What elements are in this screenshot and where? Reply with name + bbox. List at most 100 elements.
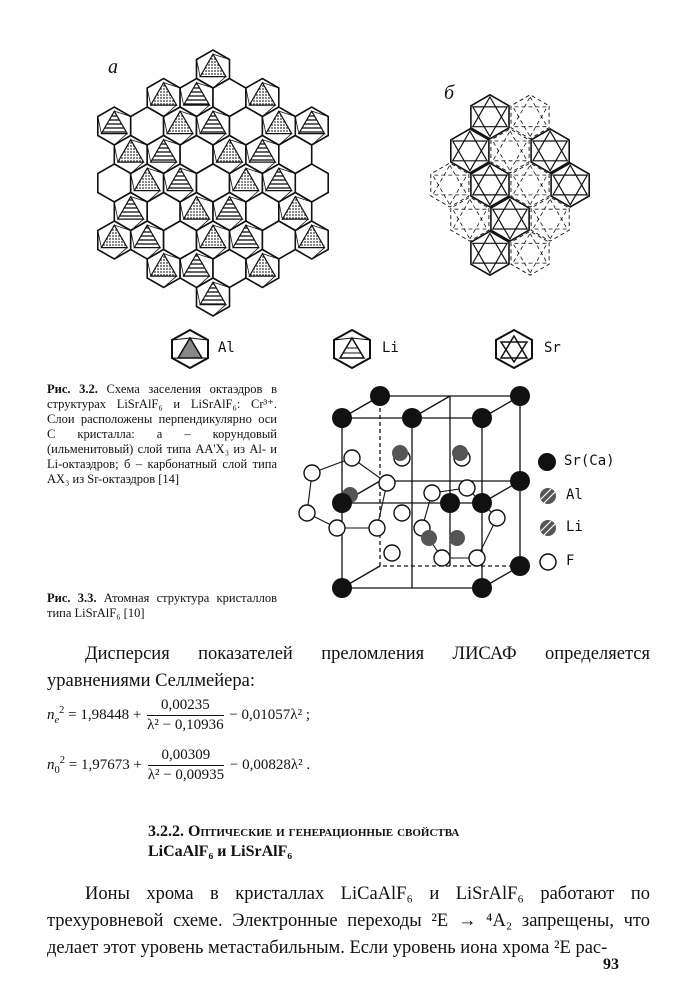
al-li-atom: [421, 530, 437, 546]
al-li-atom: [449, 530, 465, 546]
sr-octahedron: [530, 127, 570, 174]
octahedron-face: [492, 140, 528, 172]
sr-octahedron: [530, 196, 570, 242]
eq1-denominator: λ² − 0,10936: [147, 717, 224, 733]
figure-3-3-caption: Рис. 3.3. Атомная структура кристаллов т…: [47, 591, 277, 621]
sr-atom: [332, 578, 352, 598]
octahedron-edge: [261, 173, 267, 191]
al-octahedron-face: [133, 166, 162, 192]
octahedron-edge: [146, 258, 152, 277]
fluorine-atom: [383, 544, 401, 562]
sr-atom: [472, 408, 492, 428]
octahedron-edge: [261, 116, 267, 134]
sr-atom: [472, 578, 492, 598]
fluorine-atom: [368, 519, 386, 537]
hatched-circle-icon: [540, 520, 556, 536]
octahedron-edge: [262, 82, 279, 89]
sr-octahedron: [470, 162, 510, 208]
al-octahedron-face: [116, 138, 145, 163]
octahedron-edge: [114, 110, 131, 117]
al-octahedron-face: [166, 109, 195, 135]
sr-octahedron: [430, 162, 470, 208]
octahedron-face: [471, 106, 509, 138]
li-octahedron-face: [182, 81, 211, 106]
sr-atom: [510, 386, 530, 406]
al-octahedron-face: [149, 252, 178, 277]
octahedron-face: [451, 129, 489, 162]
octahedron-face: [512, 106, 548, 138]
octahedron-edge: [245, 224, 263, 231]
octahedron-edge: [130, 196, 148, 203]
octahedron-edge: [163, 253, 181, 260]
octahedron-edge: [262, 253, 279, 260]
li-octahedron-face: [182, 252, 211, 277]
eq2-const: 1,97673: [80, 756, 130, 773]
fluorine-atom: [458, 479, 476, 497]
octahedron-edge: [212, 224, 230, 231]
octahedron-edge: [196, 253, 214, 260]
atomic-structure-diagram: [298, 386, 530, 598]
al-octahedron-face: [215, 138, 244, 163]
al-octahedron-face: [199, 223, 227, 249]
legend-al-label: Al: [218, 340, 235, 356]
al-li-atom: [392, 445, 408, 461]
eq2-fraction: 0,00309 λ² − 0,00935: [147, 747, 225, 784]
paragraph-chromium-ions: Ионы хрома в кристаллах LiCaAlF₆ и LiSrA…: [47, 884, 650, 958]
al-octahedron-face: [149, 81, 178, 106]
caption-3-3-text: Атомная структура кристаллов типа LiSrAl…: [47, 591, 278, 620]
section-number: 3.2.2.: [148, 823, 184, 840]
al-octahedron-face: [248, 252, 277, 277]
octahedron-face: [512, 232, 548, 264]
sr-atom: [472, 493, 492, 513]
octahedron-edge: [114, 247, 128, 260]
open-circle-icon: [539, 553, 557, 571]
octahedron-edge: [245, 258, 250, 277]
li-octahedron-face: [215, 195, 244, 220]
octahedron-edge: [196, 287, 201, 305]
striped-octahedron-icon: [333, 328, 371, 370]
octahedron-face: [512, 164, 548, 196]
caption-3-2-number: Рис. 3.2.: [47, 382, 98, 396]
octahedron-edge: [311, 224, 329, 231]
octahedron-edge: [179, 167, 197, 174]
octahedron-edge: [262, 275, 276, 288]
octahedron-edge: [212, 144, 217, 163]
octahedron-edge: [311, 247, 325, 260]
octahedron-edge: [212, 201, 217, 220]
octahedron-face: [532, 198, 568, 230]
al-li-atom: [452, 445, 468, 461]
fluorine-atom: [423, 484, 441, 502]
sr-octahedron: [550, 162, 590, 208]
al-octahedron-face: [264, 109, 293, 135]
octahedron-edge: [294, 116, 300, 134]
sr-octahedron: [449, 127, 490, 174]
li-octahedron-face: [297, 109, 326, 135]
li-octahedron-face: [116, 195, 145, 220]
eq2-numerator: 0,00309: [147, 747, 225, 766]
octahedron-edge: [146, 144, 152, 163]
eq1-const: 1,98448: [80, 706, 130, 723]
li-octahedron-face: [199, 109, 227, 135]
hatched-circle-icon: [540, 488, 556, 504]
li-octahedron-face: [133, 223, 162, 249]
octahedron-edge: [163, 275, 177, 288]
al-octahedron-face: [199, 52, 227, 78]
eq2-tail: − 0,00828λ² .: [229, 756, 311, 773]
paragraph-sellmeier: Дисперсия показателей преломления ЛИСАФ …: [47, 644, 650, 691]
octahedron-edge: [147, 224, 164, 231]
sr-octahedron: [510, 230, 550, 276]
octahedron-face: [512, 242, 548, 274]
eq1-numerator: 0,00235: [147, 697, 224, 716]
outline-octahedron-icon: [495, 328, 533, 370]
octahedron-edge: [229, 173, 234, 191]
sr-octahedron: [490, 128, 530, 174]
figure-3-2-caption: Рис. 3.2. Схема заселения октаэдров в ст…: [47, 382, 277, 487]
octahedron-face: [492, 130, 528, 162]
legend-li2-label: Li: [566, 519, 583, 535]
octahedron-face: [551, 174, 589, 206]
octahedron-face: [451, 140, 489, 172]
section-title-line1: Оптические и генерационные свойства: [188, 823, 460, 840]
octahedron-edge: [179, 201, 185, 220]
octahedron-face: [471, 164, 509, 196]
legend-li-label: Li: [382, 340, 399, 356]
